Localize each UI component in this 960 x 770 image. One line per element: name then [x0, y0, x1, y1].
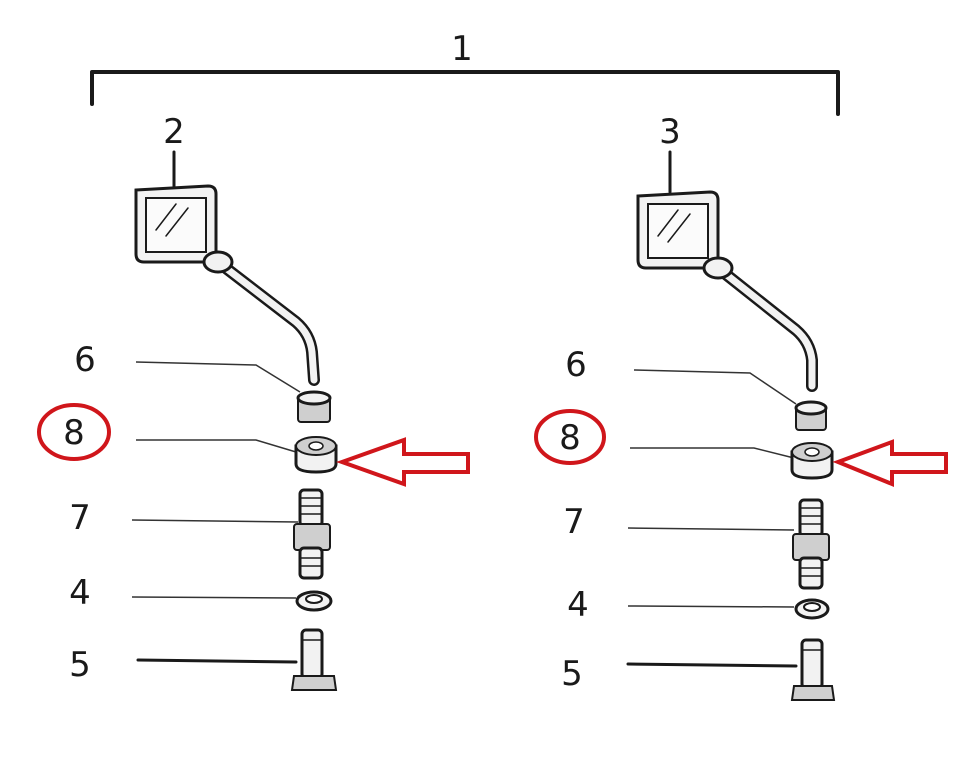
callout-right-5: 5 [561, 654, 583, 694]
callout-left-4: 4 [69, 573, 91, 613]
callout-left-6: 6 [74, 340, 96, 380]
nut-icon [296, 390, 332, 423]
highlight-circle-right [534, 409, 606, 465]
washer-icon [295, 590, 333, 612]
callout-right-mirror: 3 [659, 112, 681, 152]
callout-assembly: 1 [451, 29, 473, 69]
left-assembly: 2 6 8 7 [37, 112, 470, 691]
washer-icon [794, 598, 830, 620]
callout-left-mirror: 2 [163, 112, 185, 152]
highlight-circle-left [37, 403, 111, 461]
assembly-bracket [90, 70, 840, 116]
bolt-icon [790, 638, 836, 701]
cap-nut-icon [790, 442, 834, 480]
mirror-icon [134, 184, 218, 264]
callout-right-6: 6 [565, 345, 587, 385]
arrow-left-icon [832, 439, 948, 487]
callout-left-8: 8 [63, 413, 85, 453]
mirror-arm [702, 256, 818, 392]
bolt-icon [290, 628, 338, 691]
mirror-icon [636, 190, 720, 270]
callout-right-4: 4 [567, 585, 589, 625]
arrow-left-icon [336, 437, 470, 487]
mirror-arm [202, 250, 320, 386]
cap-nut-icon [294, 436, 338, 474]
callout-left-7: 7 [69, 498, 91, 538]
callout-left-5: 5 [69, 645, 91, 685]
nut-icon [794, 400, 828, 431]
callout-right-8: 8 [559, 418, 581, 458]
right-assembly: 3 6 8 7 [534, 112, 948, 701]
threaded-stud-icon [293, 488, 331, 580]
threaded-stud-icon [792, 498, 830, 590]
callout-right-7: 7 [563, 502, 585, 542]
